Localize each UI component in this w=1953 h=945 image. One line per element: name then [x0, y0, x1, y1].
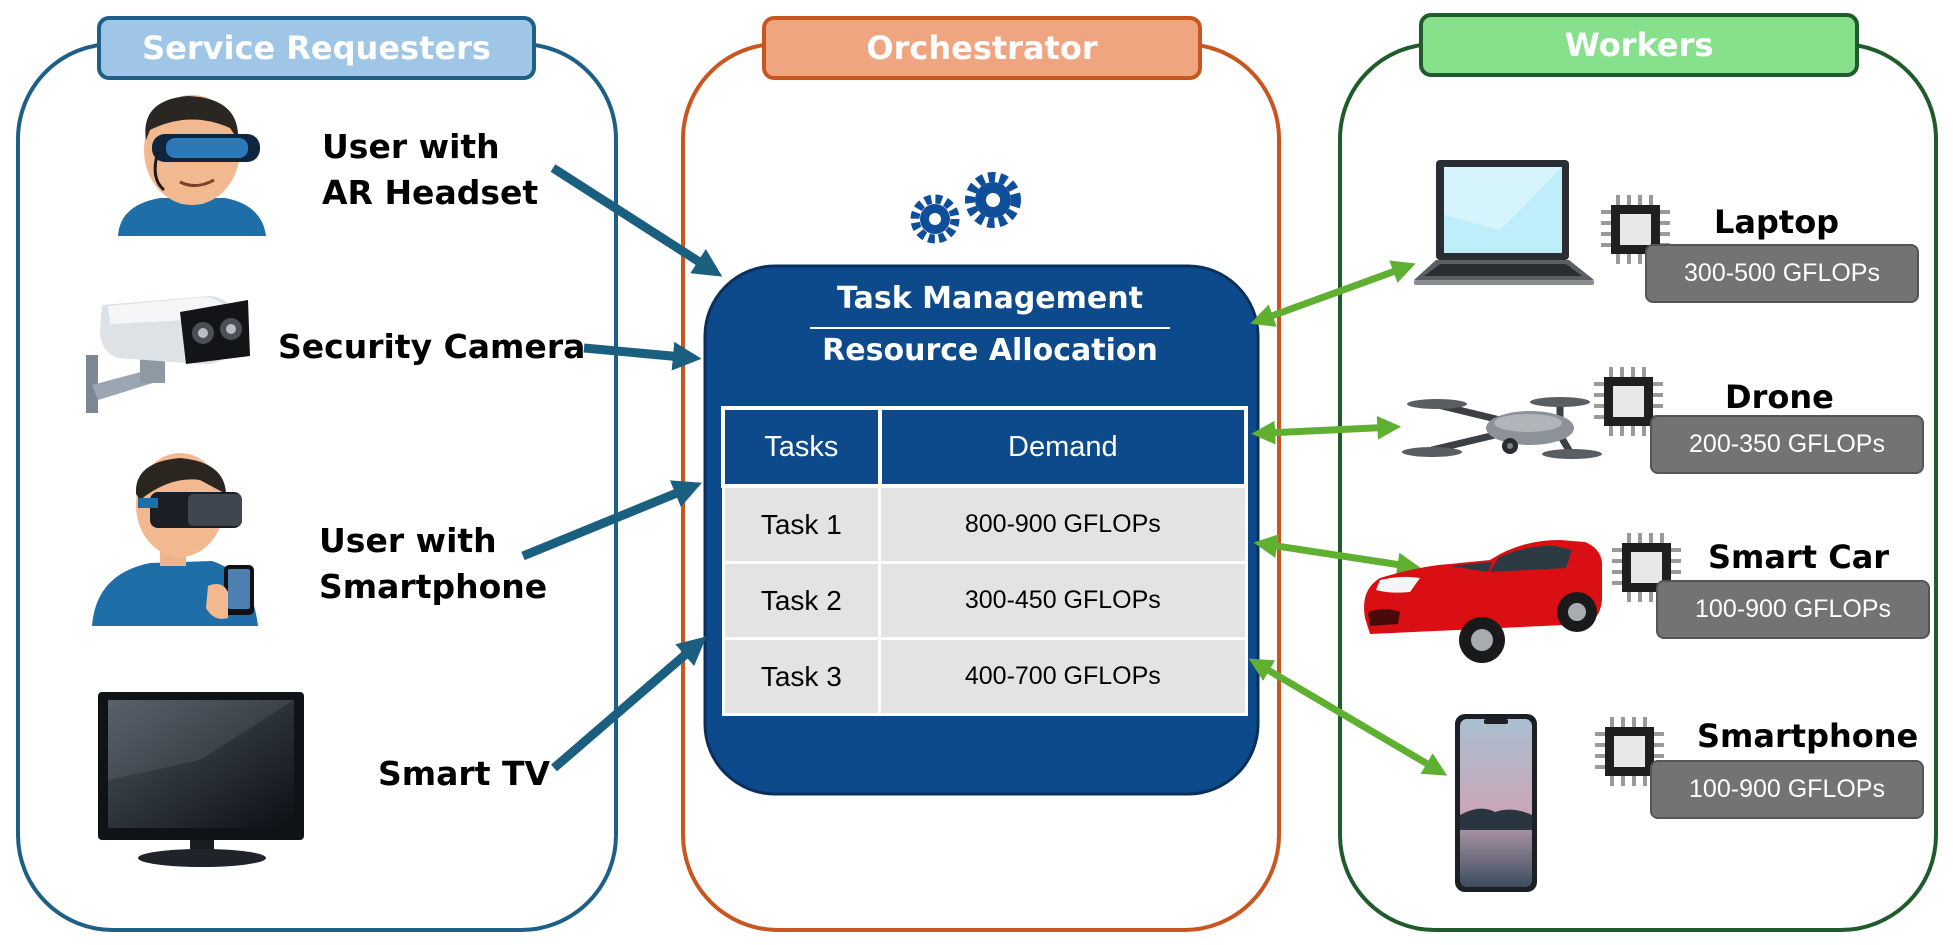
task-cell: Task 2	[721, 561, 882, 640]
tv-label: Smart TV	[378, 754, 551, 793]
gears-icon	[910, 172, 1021, 244]
drone-icon	[1402, 397, 1602, 459]
chip-icon	[1594, 367, 1663, 436]
car-spec: 100-900 GFLOPs	[1656, 580, 1930, 639]
car-label: Smart Car	[1708, 538, 1890, 576]
table-row: Task 3 400-700 GFLOPs	[721, 637, 1248, 716]
arrow-drone	[1251, 415, 1402, 445]
laptop-label: Laptop	[1714, 203, 1840, 241]
requester-arrows	[521, 164, 723, 772]
workers-header: Workers	[1419, 13, 1859, 77]
resource-allocation-title: Resource Allocation	[822, 333, 1158, 368]
task-cell: Task 3	[721, 637, 882, 716]
ar-user-label: User with AR Headset	[322, 127, 539, 212]
tv-icon	[98, 692, 304, 867]
drone-label: Drone	[1725, 378, 1834, 416]
arrow-smartphone	[1248, 658, 1448, 776]
chip-icon	[1595, 717, 1664, 786]
laptop-spec: 300-500 GFLOPs	[1645, 244, 1919, 303]
arrow-laptop	[1250, 260, 1416, 327]
security-camera-icon	[86, 296, 250, 413]
arrow-car	[1253, 534, 1422, 577]
laptop-icon	[1414, 160, 1594, 285]
demand-cell: 300-450 GFLOPs	[878, 561, 1248, 640]
task-management-title: Task Management	[837, 281, 1143, 316]
arrow-phone-user	[521, 480, 702, 561]
demand-cell: 800-900 GFLOPs	[878, 484, 1248, 564]
arrow-tv	[551, 636, 707, 772]
ar-headset-user-icon	[118, 95, 266, 236]
demand-cell: 400-700 GFLOPs	[878, 637, 1248, 716]
demand-header: Demand	[877, 406, 1249, 488]
arrow-ar-user	[550, 164, 723, 277]
smartphone-label: Smartphone	[1697, 717, 1919, 755]
orchestrator-header: Orchestrator	[762, 16, 1202, 80]
requesters-header: Service Requesters	[97, 16, 536, 80]
camera-label: Security Camera	[278, 327, 586, 366]
smartphone-icon	[1455, 714, 1537, 892]
table-row: Task 2 300-450 GFLOPs	[721, 561, 1248, 640]
drone-spec: 200-350 GFLOPs	[1650, 415, 1924, 474]
table-header-row: Tasks Demand	[721, 406, 1249, 488]
vr-smartphone-user-icon	[92, 453, 258, 626]
task-cell: Task 1	[721, 484, 882, 564]
task-table: Tasks Demand Task 1 800-900 GFLOPs Task …	[721, 406, 1249, 716]
table-row: Task 1 800-900 GFLOPs	[721, 484, 1248, 564]
tasks-header: Tasks	[721, 406, 882, 488]
worker-arrows	[1248, 260, 1448, 776]
car-icon	[1364, 540, 1602, 663]
arrow-camera	[583, 341, 702, 371]
phone-user-label: User with Smartphone	[319, 521, 548, 606]
smartphone-spec: 100-900 GFLOPs	[1650, 760, 1924, 819]
